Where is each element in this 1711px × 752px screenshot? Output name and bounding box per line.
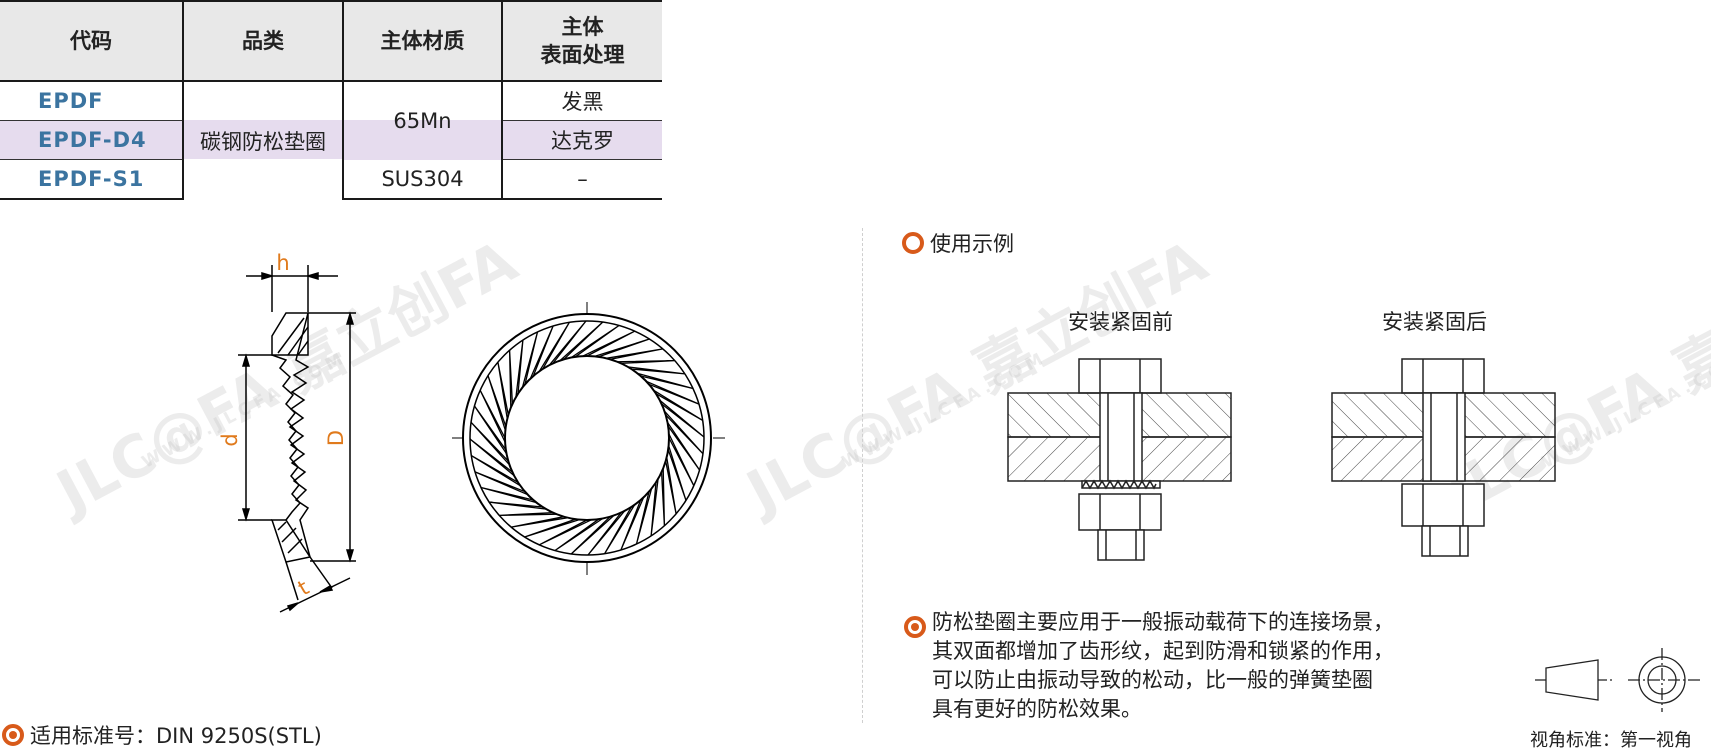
washer-tooth	[521, 331, 539, 388]
washer-tooth	[499, 511, 557, 517]
washer-tooth	[539, 519, 592, 546]
table-row: EPDF 碳钢防松垫圈 65Mn 发黑	[0, 81, 662, 199]
dim-label-d: d	[218, 433, 242, 446]
description-text: 防松垫圈主要应用于一般振动载荷下的连接场景， 其双面都增加了齿形纹，起到防滑和锁…	[932, 608, 1394, 724]
washer-tooth	[510, 516, 569, 528]
description-line: 防松垫圈主要应用于一般振动载荷下的连接场景，	[932, 610, 1394, 634]
table-row: EPDF-D4 达克罗	[0, 120, 662, 160]
washer-tooth	[473, 405, 508, 455]
washer-tooth	[487, 375, 507, 431]
washer-tooth	[489, 501, 547, 510]
description-line: 其双面都增加了齿形纹，起到防滑和锁紧的作用，	[932, 639, 1394, 663]
dim-label-D: D	[324, 430, 348, 446]
washer-tooth	[570, 324, 620, 359]
washer-tooth	[668, 433, 695, 486]
washer-tooth	[529, 325, 554, 380]
surface-cell: 达克罗	[501, 120, 662, 160]
washer-tooth	[587, 510, 626, 556]
header-category: 品类	[182, 0, 343, 82]
header-surface-line2: 表面处理	[540, 43, 625, 67]
washer-tooth	[554, 517, 604, 552]
washer-side-view: h d D t	[218, 251, 356, 613]
description-line: 可以防止由振动导致的松动，比一般的弹簧垫圈	[932, 668, 1373, 692]
after-assembly	[1331, 358, 1556, 557]
dim-label-h: h	[276, 251, 289, 275]
usage-title: 使用示例	[930, 232, 1014, 256]
assembly-diagrams	[1007, 358, 1556, 561]
washer-tooth	[635, 488, 653, 545]
category-cell: 碳钢防松垫圈	[182, 81, 343, 199]
surface-cell: 发黑	[501, 81, 662, 121]
washer-tooth	[666, 421, 701, 471]
washer-tooth	[620, 496, 645, 551]
standard-bullet-icon	[2, 724, 24, 746]
washer-tooth	[470, 455, 521, 487]
washer-tooth	[469, 438, 515, 477]
before-label: 安装紧固前	[1068, 310, 1173, 334]
standard-text: 适用标准号：DIN 9250S(STL)	[30, 724, 322, 748]
washer-tooth	[604, 504, 636, 555]
first-angle-projection-icon	[1535, 648, 1700, 712]
washer-tooth	[582, 330, 635, 357]
washer-tooth	[548, 320, 587, 366]
before-assembly	[1007, 358, 1232, 561]
washer-tooth	[617, 359, 675, 365]
washer-tooth	[570, 514, 615, 555]
usage-bullet-icon	[902, 232, 924, 254]
washer-tooth	[653, 389, 704, 421]
washer-front-view	[452, 302, 725, 575]
header-surface-line1: 主体	[561, 15, 604, 39]
surface-cell: –	[501, 159, 662, 200]
spec-table: 代码 品类 主体材质 主体 表面处理 EPDF 碳钢防松垫圈 65Mn 发黑 E…	[0, 0, 662, 200]
washer-tooth	[637, 372, 694, 390]
washer-tooth	[667, 445, 687, 501]
header-material: 主体材质	[342, 0, 502, 82]
washer-tooth	[665, 456, 677, 515]
washer-tooth	[479, 390, 506, 443]
washer-tooth	[650, 478, 659, 536]
description-bullet-icon	[904, 616, 926, 638]
product-code[interactable]: EPDF-S1	[0, 159, 183, 200]
description-line: 具有更好的防松效果。	[932, 697, 1142, 721]
header-code: 代码	[0, 0, 183, 82]
washer-tooth	[660, 468, 666, 526]
product-code[interactable]: EPDF-D4	[0, 120, 183, 160]
washer-tooth	[474, 471, 529, 496]
washer-tooth	[659, 399, 705, 438]
washer-tooth	[594, 338, 650, 358]
after-label: 安装紧固后	[1382, 310, 1487, 334]
table-row: EPDF-S1 SUS304 –	[0, 159, 662, 200]
table-header-row: 代码 品类 主体材质 主体 表面处理	[0, 0, 662, 82]
washer-tooth	[480, 486, 537, 504]
material-cell: SUS304	[342, 159, 502, 200]
washer-tooth	[605, 348, 664, 360]
washer-tooth	[627, 366, 685, 375]
washer-tooth	[508, 350, 514, 408]
washer-tooth	[497, 361, 509, 420]
washer-tooth	[470, 421, 511, 466]
header-surface: 主体 表面处理	[501, 0, 662, 82]
view-standard-text: 视角标准：第一视角	[1530, 730, 1692, 751]
washer-tooth	[645, 380, 700, 405]
washer-tooth	[663, 410, 704, 455]
washer-tooth	[524, 518, 580, 538]
section-divider	[862, 228, 863, 723]
product-code[interactable]: EPDF	[0, 81, 183, 121]
washer-tooth	[559, 321, 604, 362]
washer-tooth	[538, 321, 570, 372]
material-cell: 65Mn	[342, 81, 502, 160]
washer-tooth	[515, 340, 524, 398]
